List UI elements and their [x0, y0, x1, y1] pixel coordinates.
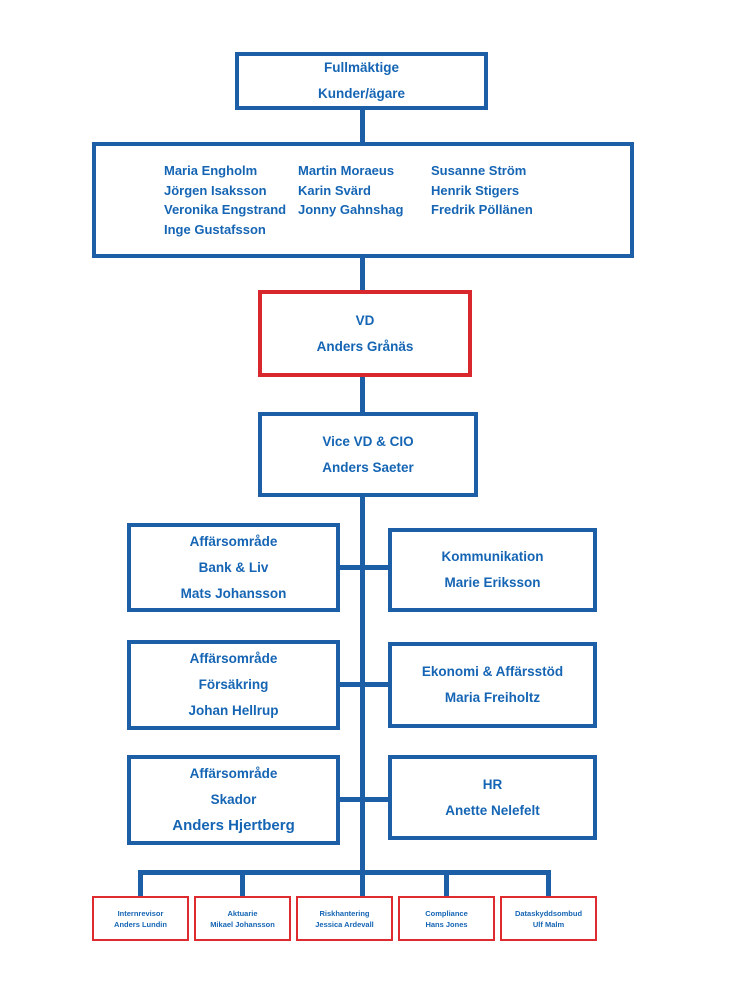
connector-staff-drop-2 — [240, 870, 245, 898]
node-skador-line1: Affärsområde — [189, 766, 278, 781]
connector-vd-to-vicevd — [360, 375, 365, 416]
node-compliance-role: Compliance — [425, 908, 468, 918]
board-member: Veronika Engstrand — [164, 202, 287, 217]
connector-staff-drop-4 — [444, 870, 449, 898]
node-ekonomi-name: Maria Freiholtz — [444, 690, 541, 705]
board-member: Karin Svärd — [298, 182, 371, 198]
connector-row3 — [337, 797, 391, 802]
node-dataskyddsombud-name: Ulf Malm — [532, 919, 565, 929]
node-vice-vd-title: Vice VD & CIO — [322, 433, 414, 449]
node-vd-title: VD — [355, 312, 375, 328]
board-column-2: Martin Moraeus Karin Svärd Jonny Gahnsha… — [298, 161, 431, 239]
board-member: Inge Gustafsson — [164, 221, 266, 237]
board-member: Maria Engholm — [164, 163, 258, 178]
node-aktuarie: Aktuarie Mikael Johansson — [194, 896, 291, 941]
node-internrevisor-name: Anders Lundin — [114, 919, 167, 929]
node-riskhantering-role: Riskhantering — [319, 908, 370, 918]
node-internrevisor: Internrevisor Anders Lundin — [92, 896, 189, 941]
node-fullmaktige-subtitle: Kunder/ägare — [317, 86, 406, 101]
node-vice-vd: Vice VD & CIO Anders Saeter — [258, 412, 478, 497]
node-forsakring-line2: Försäkring — [198, 677, 269, 692]
connector-staff-drop-5 — [546, 870, 551, 898]
node-kommunikation-title: Kommunikation — [441, 549, 544, 564]
board-member: Henrik Stigers — [431, 182, 520, 198]
connector-staff-drop-1 — [138, 870, 143, 898]
connector-top-to-board — [360, 108, 365, 146]
node-ekonomi-affarsstod: Ekonomi & Affärsstöd Maria Freiholtz — [388, 642, 597, 728]
node-vd: VD Anders Grånäs — [258, 290, 472, 377]
node-vice-vd-name: Anders Saeter — [322, 459, 414, 475]
node-hr-title: HR — [482, 776, 503, 792]
node-forsakring-name: Johan Hellrup — [188, 703, 279, 718]
node-forsakring: Affärsområde Försäkring Johan Hellrup — [127, 640, 340, 730]
node-skador-name: Anders Hjertberg — [172, 817, 295, 834]
node-riskhantering-name: Jessica Ardevall — [315, 919, 374, 929]
node-riskhantering: Riskhantering Jessica Ardevall — [296, 896, 393, 941]
node-compliance-name: Hans Jones — [425, 919, 468, 929]
board-member: Jonny Gahnshag — [298, 202, 404, 217]
node-bank-liv: Affärsområde Bank & Liv Mats Johansson — [127, 523, 340, 612]
node-forsakring-line1: Affärsområde — [189, 651, 278, 666]
node-ekonomi-title: Ekonomi & Affärsstöd — [421, 664, 564, 679]
board-member: Fredrik Pöllänen — [431, 202, 533, 217]
node-kommunikation-name: Marie Eriksson — [444, 575, 541, 590]
node-aktuarie-name: Mikael Johansson — [210, 919, 275, 929]
board-column-3: Susanne Ström Henrik Stigers Fredrik Pöl… — [431, 161, 533, 239]
node-kommunikation: Kommunikation Marie Eriksson — [388, 528, 597, 612]
connector-staff-bus — [138, 870, 551, 875]
connector-board-to-vd — [360, 256, 365, 294]
node-internrevisor-role: Internrevisor — [117, 908, 164, 918]
node-fullmaktige-title: Fullmäktige — [323, 60, 399, 75]
node-bank-liv-line1: Affärsområde — [189, 533, 278, 549]
node-vd-name: Anders Grånäs — [316, 338, 414, 354]
node-board: Maria Engholm Jörgen Isaksson Veronika E… — [92, 142, 634, 258]
node-aktuarie-role: Aktuarie — [227, 908, 258, 918]
node-hr: HR Anette Nelefelt — [388, 755, 597, 840]
connector-spine — [360, 495, 365, 898]
board-member: Jörgen Isaksson — [164, 182, 267, 198]
node-bank-liv-name: Mats Johansson — [180, 585, 287, 601]
board-column-1: Maria Engholm Jörgen Isaksson Veronika E… — [164, 161, 298, 239]
node-skador: Affärsområde Skador Anders Hjertberg — [127, 755, 340, 845]
node-bank-liv-line2: Bank & Liv — [198, 559, 269, 575]
node-skador-line2: Skador — [210, 792, 257, 807]
node-hr-name: Anette Nelefelt — [445, 802, 540, 818]
board-member: Martin Moraeus — [298, 163, 395, 178]
node-compliance: Compliance Hans Jones — [398, 896, 495, 941]
board-member: Susanne Ström — [431, 163, 527, 178]
node-dataskyddsombud: Dataskyddsombud Ulf Malm — [500, 896, 597, 941]
connector-row2 — [337, 682, 391, 687]
connector-row1 — [337, 565, 391, 570]
node-fullmaktige: Fullmäktige Kunder/ägare — [235, 52, 488, 110]
node-dataskyddsombud-role: Dataskyddsombud — [514, 908, 583, 918]
